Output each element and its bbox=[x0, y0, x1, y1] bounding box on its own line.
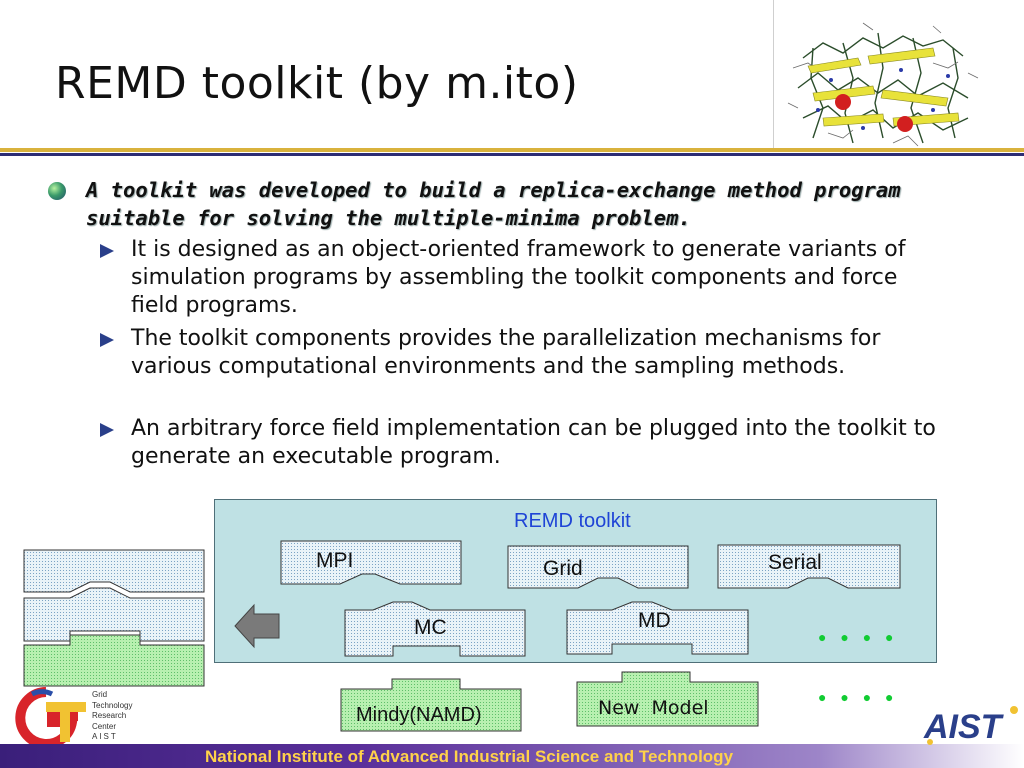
grid-label: Grid bbox=[543, 557, 583, 580]
slide-title: REMD toolkit (by m.ito) bbox=[55, 58, 579, 109]
forcefield-ellipsis: ● ● ● ● bbox=[818, 689, 899, 705]
triangle-bullet-icon bbox=[100, 244, 114, 258]
gtrc-line: Center bbox=[92, 721, 117, 731]
new-model-label: New Model bbox=[598, 697, 709, 719]
gtrc-line: AIST bbox=[92, 732, 118, 741]
md-component bbox=[566, 601, 749, 655]
serial-label: Serial bbox=[768, 551, 822, 574]
footer-bar bbox=[0, 744, 1024, 768]
mc-component bbox=[344, 601, 526, 657]
toolkit-ellipsis: ● ● ● ● bbox=[818, 629, 899, 645]
mc-label: MC bbox=[414, 616, 447, 639]
md-label: MD bbox=[638, 609, 671, 632]
main-bullet-text: A toolkit was developed to build a repli… bbox=[86, 178, 901, 230]
gtrc-logo bbox=[15, 687, 86, 744]
mindy-label: Mindy(NAMD) bbox=[356, 704, 482, 726]
gtrc-line: Grid bbox=[92, 690, 108, 699]
sub-bullet: An arbitrary force field implementation … bbox=[100, 415, 940, 471]
aist-logo: AIST bbox=[923, 706, 1018, 746]
sub-bullet-text: An arbitrary force field implementation … bbox=[131, 416, 936, 469]
sub-bullet-text: It is designed as an object-oriented fra… bbox=[131, 237, 906, 318]
assembled-program-stack bbox=[23, 549, 205, 687]
gtrc-line: Technology bbox=[92, 700, 133, 710]
sub-bullet: The toolkit components provides the para… bbox=[100, 325, 940, 381]
triangle-bullet-icon bbox=[100, 333, 114, 347]
title-rule-gold bbox=[0, 148, 1024, 152]
sub-bullet: It is designed as an object-oriented fra… bbox=[100, 236, 940, 320]
mpi-component bbox=[280, 540, 462, 585]
sphere-bullet-icon bbox=[48, 182, 66, 200]
serial-component bbox=[717, 544, 901, 589]
aist-logo-text: AIST bbox=[923, 708, 1005, 746]
title-rule-navy bbox=[0, 153, 1024, 156]
toolkit-title: REMD toolkit bbox=[514, 510, 631, 532]
gtrc-line: Research bbox=[92, 711, 127, 720]
left-arrow-icon bbox=[234, 603, 280, 649]
grid-component bbox=[507, 545, 689, 589]
gtrc-text: Grid Technology Research Center AIST bbox=[92, 690, 132, 743]
title-divider bbox=[773, 0, 774, 150]
sub-bullet-text: The toolkit components provides the para… bbox=[131, 326, 881, 379]
triangle-bullet-icon bbox=[100, 423, 114, 437]
footer-institute: National Institute of Advanced Industria… bbox=[205, 747, 734, 766]
mindy-forcefield bbox=[340, 678, 522, 732]
mpi-label: MPI bbox=[316, 549, 354, 572]
new-model-forcefield bbox=[576, 671, 759, 727]
molecule-image bbox=[787, 22, 979, 147]
